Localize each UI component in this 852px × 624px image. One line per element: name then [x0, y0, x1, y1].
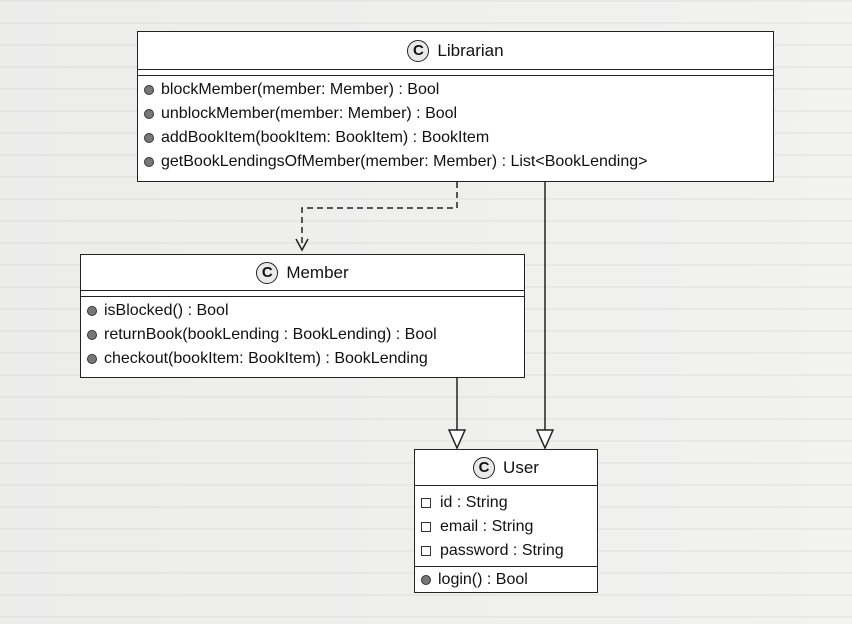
operation-row: unblockMember(member: Member) : Bool [144, 102, 769, 126]
private-field-icon [421, 498, 431, 508]
attribute-row: id : String [421, 491, 593, 515]
operation-text: login() : Bool [438, 571, 528, 588]
public-method-icon [144, 85, 154, 95]
operations-compartment: login() : Bool [415, 567, 597, 594]
class-user: C User id : String email : String passwo… [414, 449, 598, 593]
public-method-icon [144, 157, 154, 167]
class-name: User [503, 457, 539, 477]
public-method-icon [421, 575, 431, 585]
dependency-librarian-member [301, 182, 458, 246]
attributes-compartment: id : String email : String password : St… [415, 486, 597, 567]
operation-text: returnBook(bookLending : BookLending) : … [104, 326, 437, 343]
class-header: C Member [81, 255, 524, 291]
public-method-icon [87, 306, 97, 316]
operation-text: unblockMember(member: Member) : Bool [161, 105, 458, 122]
attribute-text: email : String [440, 518, 534, 535]
operation-text: addBookItem(bookItem: BookItem) : BookIt… [161, 129, 490, 146]
operation-row: checkout(bookItem: BookItem) : BookLendi… [87, 347, 520, 371]
public-method-icon [144, 109, 154, 119]
operation-row: isBlocked() : Bool [87, 299, 520, 323]
operation-row: returnBook(bookLending : BookLending) : … [87, 323, 520, 347]
generalization-arrowhead-librarian [535, 429, 555, 450]
class-header: C User [415, 450, 597, 486]
class-header: C Librarian [138, 32, 773, 70]
attribute-text: password : String [440, 542, 564, 559]
attribute-row: password : String [421, 539, 593, 563]
operation-row: login() : Bool [421, 568, 593, 592]
class-stereotype-icon: C [256, 261, 279, 284]
operation-text: checkout(bookItem: BookItem) : BookLendi… [104, 350, 428, 367]
operations-compartment: blockMember(member: Member) : Bool unblo… [138, 76, 773, 176]
attribute-row: email : String [421, 515, 593, 539]
operations-compartment: isBlocked() : Bool returnBook(bookLendin… [81, 297, 524, 373]
class-stereotype-icon: C [473, 456, 496, 479]
class-librarian: C Librarian blockMember(member: Member) … [137, 31, 774, 182]
public-method-icon [87, 354, 97, 364]
attribute-text: id : String [440, 494, 508, 511]
class-member: C Member isBlocked() : Bool returnBook(b… [80, 254, 525, 378]
operation-row: addBookItem(bookItem: BookItem) : BookIt… [144, 126, 769, 150]
public-method-icon [87, 330, 97, 340]
generalization-arrowhead-member [447, 429, 467, 450]
operation-row: getBookLendingsOfMember(member: Member) … [144, 150, 769, 174]
class-stereotype-icon: C [407, 39, 430, 62]
class-name: Member [286, 262, 349, 282]
attributes-compartment [81, 291, 524, 297]
class-name: Librarian [437, 40, 504, 60]
public-method-icon [144, 133, 154, 143]
private-field-icon [421, 522, 431, 532]
operation-row: blockMember(member: Member) : Bool [144, 78, 769, 102]
private-field-icon [421, 546, 431, 556]
attributes-compartment [138, 70, 773, 76]
operation-text: isBlocked() : Bool [104, 302, 229, 319]
operation-text: getBookLendingsOfMember(member: Member) … [161, 153, 648, 170]
dependency-arrowhead [295, 238, 309, 252]
operation-text: blockMember(member: Member) : Bool [161, 81, 440, 98]
